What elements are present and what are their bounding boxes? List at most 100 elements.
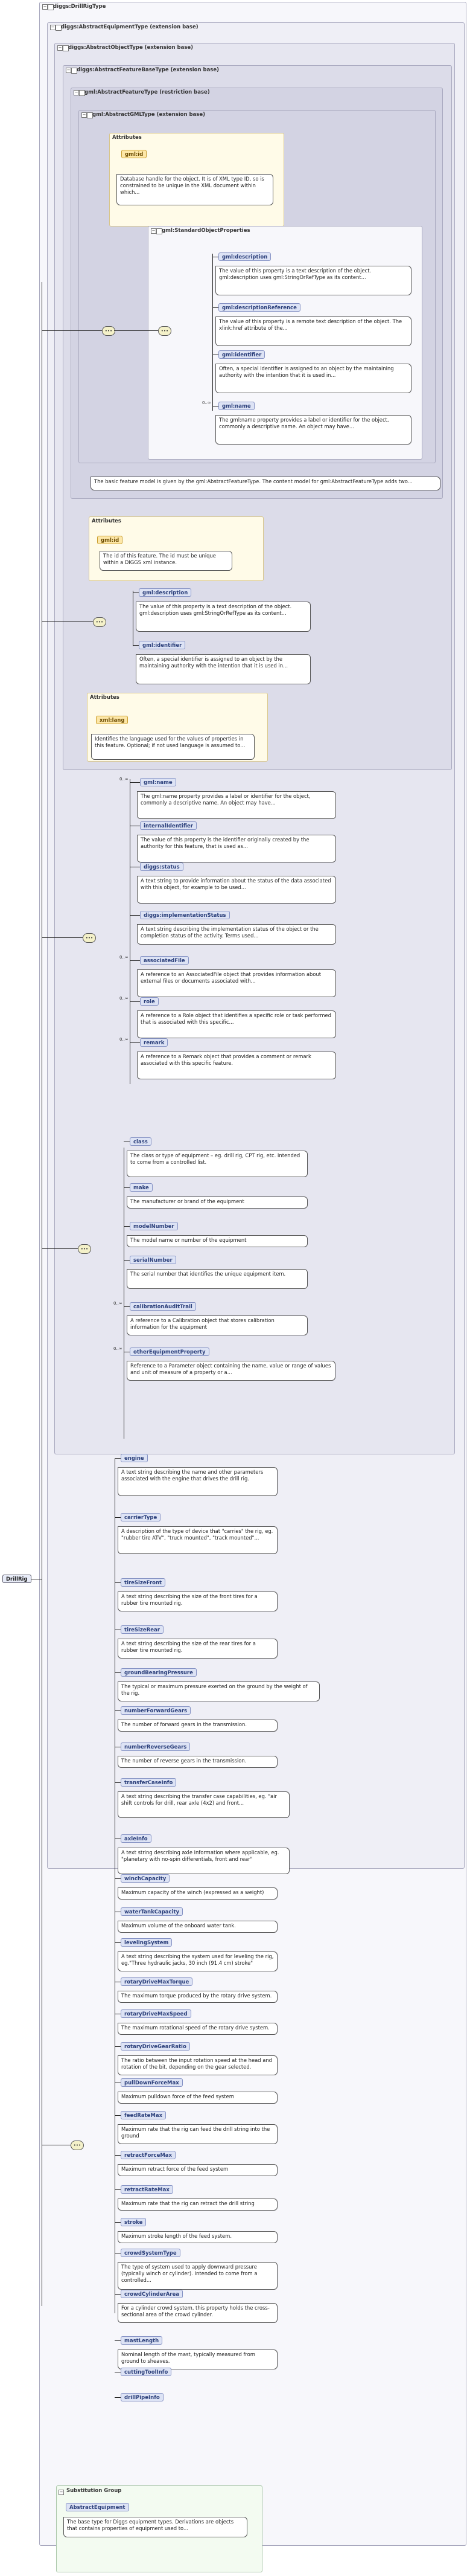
- documentation-note: The value of this property is a remote t…: [215, 316, 411, 346]
- collapse-toggle-icon[interactable]: −: [151, 228, 156, 234]
- documentation-note: Maximum volume of the onboard water tank…: [118, 1921, 278, 1933]
- element-box[interactable]: rotaryDriveGearRatio: [121, 2042, 190, 2051]
- documentation-note: A reference to a Remark object that prov…: [137, 1052, 336, 1079]
- documentation-note: Maximum capacity of the winch (expressed…: [118, 1887, 278, 1900]
- panel-title: diggs:AbstractFeatureBaseType (extension…: [77, 67, 220, 73]
- element-box[interactable]: otherEquipmentProperty: [130, 1347, 209, 1356]
- element-box[interactable]: cuttingToolInfo: [121, 2368, 172, 2376]
- panel-title: gml:StandardObjectProperties: [162, 228, 250, 234]
- element-box[interactable]: crowdCylinderArea: [121, 2290, 183, 2298]
- element-box[interactable]: diggs:implementationStatus: [140, 911, 230, 919]
- sequence-compositor-icon: •••: [83, 933, 96, 943]
- element-box[interactable]: AbstractEquipment: [66, 2503, 129, 2511]
- element-box[interactable]: role: [140, 997, 159, 1006]
- element-box[interactable]: associatedFile: [140, 956, 189, 965]
- cardinality-label: 0..∞: [113, 1346, 122, 1351]
- element-box[interactable]: gml:descriptionReference: [218, 303, 300, 312]
- documentation-note: Maximum retract force of the feed system: [118, 2164, 278, 2176]
- collapse-toggle-icon[interactable]: −: [42, 4, 48, 10]
- connector-line: [115, 2222, 121, 2223]
- element-box[interactable]: pullDownForceMax: [121, 2078, 183, 2087]
- complex-type-icon: [48, 4, 54, 10]
- element-box[interactable]: levelingSystem: [121, 1938, 173, 1947]
- element-box[interactable]: transferCaseInfo: [121, 1778, 177, 1787]
- connector-line: [124, 1226, 130, 1227]
- connector-line: [115, 2294, 121, 2295]
- collapse-toggle-icon[interactable]: −: [66, 68, 71, 73]
- element-box[interactable]: DrillRig: [2, 1575, 31, 1583]
- element-box[interactable]: tireSizeRear: [121, 1625, 164, 1634]
- element-box[interactable]: gml:name: [218, 402, 255, 410]
- element-box[interactable]: rotaryDriveMaxTorque: [121, 1977, 193, 1986]
- attribute-xml-lang[interactable]: xml:lang: [96, 716, 129, 724]
- documentation-note: The number of forward gears in the trans…: [118, 1720, 278, 1732]
- element-box[interactable]: retractForceMax: [121, 2151, 176, 2159]
- element-box[interactable]: carrierType: [121, 1513, 161, 1521]
- element-box[interactable]: engine: [121, 1454, 148, 1462]
- complex-type-icon: [56, 25, 62, 31]
- connector-line: [130, 915, 140, 916]
- element-box[interactable]: gml:name: [140, 778, 176, 786]
- element-box[interactable]: diggs:status: [140, 862, 183, 871]
- documentation-note: The number of reverse gears in the trans…: [118, 1756, 278, 1768]
- element-box[interactable]: tireSizeFront: [121, 1578, 166, 1587]
- element-box[interactable]: retractRateMax: [121, 2185, 173, 2194]
- element-box[interactable]: gml:identifier: [218, 350, 265, 359]
- collapse-toggle-icon[interactable]: −: [74, 90, 79, 95]
- element-box[interactable]: stroke: [121, 2218, 147, 2226]
- collapse-toggle-icon[interactable]: −: [59, 2490, 64, 2495]
- connector-line: [124, 1306, 130, 1307]
- element-box[interactable]: gml:identifier: [139, 641, 186, 649]
- panel-title: diggs:AbstractEquipmentType (extension b…: [61, 24, 199, 30]
- documentation-note: Maximum stroke length of the feed system…: [118, 2231, 278, 2243]
- cardinality-label: 0..∞: [202, 400, 211, 405]
- connector-line: [115, 2046, 121, 2047]
- complex-type-icon: [79, 90, 85, 96]
- documentation-note: A text string describing the implementat…: [137, 924, 336, 945]
- sequence-compositor-icon: •••: [78, 1244, 91, 1254]
- element-box[interactable]: groundBearingPressure: [121, 1668, 197, 1677]
- element-box[interactable]: rotaryDriveMaxSpeed: [121, 2009, 191, 2018]
- element-box[interactable]: gml:description: [139, 588, 192, 597]
- element-box[interactable]: modelNumber: [130, 1222, 178, 1230]
- element-box[interactable]: numberReverseGears: [121, 1742, 191, 1751]
- element-box[interactable]: crowdSystemType: [121, 2249, 180, 2257]
- cardinality-label: 0..∞: [119, 777, 129, 782]
- element-box[interactable]: waterTankCapacity: [121, 1907, 183, 1916]
- sequence-compositor-icon: •••: [93, 617, 106, 627]
- element-box[interactable]: calibrationAuditTrail: [130, 1302, 196, 1311]
- attribute-fb-gml-id[interactable]: gml:id: [97, 536, 123, 544]
- sequence-compositor-icon: •••: [102, 326, 115, 336]
- panel-title: gml:AbstractFeatureType (restriction bas…: [84, 89, 210, 95]
- connector-line: [130, 1042, 140, 1043]
- sequence-compositor-icon: •••: [71, 2141, 84, 2150]
- documentation-note: Nominal length of the mast, typically me…: [118, 2350, 278, 2369]
- connector-line: [115, 1878, 121, 1879]
- element-box[interactable]: winchCapacity: [121, 1874, 170, 1883]
- attributes-group-featurebase: [89, 516, 264, 581]
- element-box[interactable]: class: [130, 1137, 151, 1146]
- attribute-gml-id[interactable]: gml:id: [121, 150, 147, 158]
- element-box[interactable]: gml:description: [218, 252, 272, 261]
- connector-line: [212, 307, 218, 308]
- documentation-note: The gml:name property provides a label o…: [215, 415, 411, 445]
- element-box[interactable]: remark: [140, 1038, 168, 1047]
- attributes-label: Attributes: [90, 695, 119, 701]
- attributes-label: Attributes: [92, 518, 121, 524]
- collapse-toggle-icon[interactable]: −: [50, 25, 56, 30]
- documentation-note: A text string describing the name and ot…: [118, 1467, 278, 1496]
- element-box[interactable]: numberForwardGears: [121, 1706, 191, 1715]
- element-box[interactable]: make: [130, 1183, 153, 1192]
- element-box[interactable]: feedRateMax: [121, 2111, 167, 2119]
- element-box[interactable]: internalIdentifier: [140, 821, 197, 830]
- element-box[interactable]: axleInfo: [121, 1834, 151, 1843]
- element-box[interactable]: drillPipeInfo: [121, 2393, 164, 2401]
- documentation-note: A reference to a Role object that identi…: [137, 1010, 336, 1038]
- documentation-note: Maximum rate that the rig can feed the d…: [118, 2124, 278, 2144]
- element-box[interactable]: serialNumber: [130, 1256, 176, 1264]
- collapse-toggle-icon[interactable]: −: [57, 45, 63, 51]
- documentation-note: A reference to a Calibration object that…: [127, 1315, 308, 1335]
- documentation-note: For a cylinder crowd system, this proper…: [118, 2303, 278, 2323]
- element-box[interactable]: mastLength: [121, 2336, 163, 2345]
- collapse-toggle-icon[interactable]: −: [81, 112, 87, 118]
